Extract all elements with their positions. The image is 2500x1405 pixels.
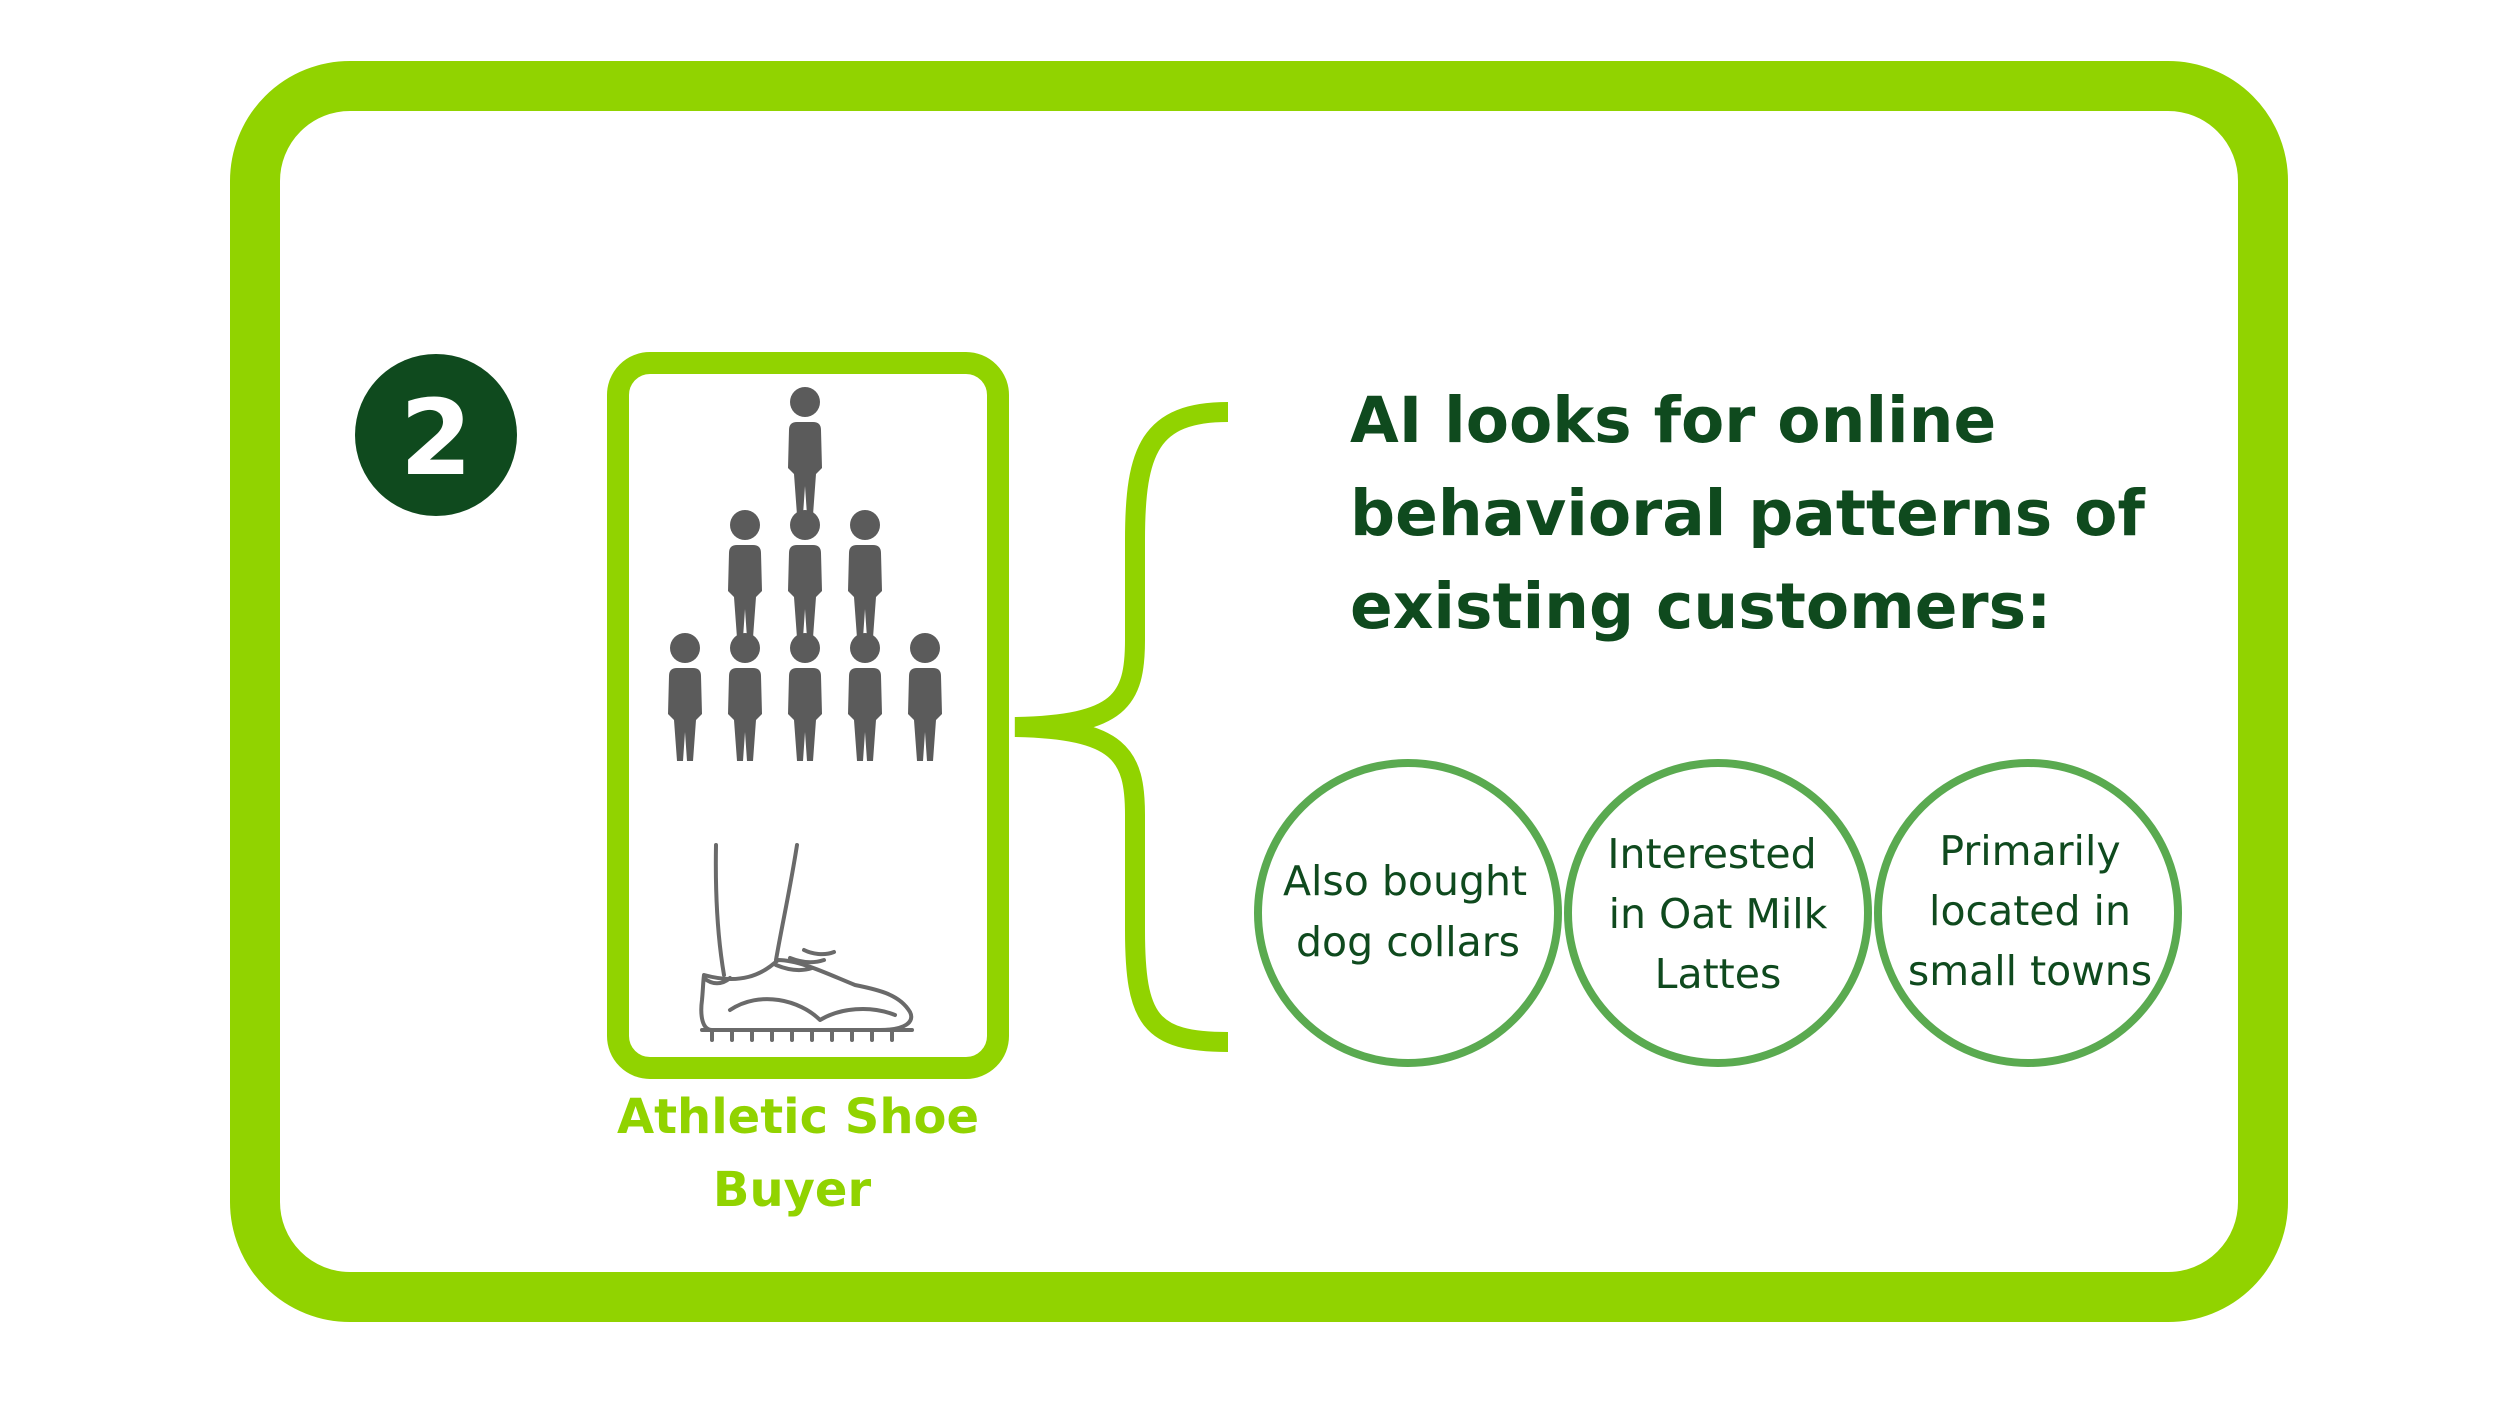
person-figure [668,633,702,761]
person-figure [728,633,762,761]
pattern-bubble-2-line-1: Interested [1607,830,1816,878]
person-figure [788,633,822,761]
shoe-cleats [710,1030,894,1042]
shoe-body [699,958,914,1032]
pattern-bubble-2-line-3: Lattes [1655,950,1782,998]
segment-caption-line-1: Athletic Shoe [617,1089,979,1145]
person-figure [848,633,882,761]
step-number: 2 [400,377,472,499]
pattern-bubble-3-circle [1874,759,2182,1067]
person-body [788,668,822,761]
segment-caption-line-2: Buyer [713,1162,872,1218]
leg-front-line [774,843,799,962]
leg-back-line [713,843,726,977]
person-head [790,387,820,417]
shoe-swoosh [728,997,897,1022]
pattern-bubble-2-circle [1564,759,1872,1067]
person-head [850,510,880,540]
pattern-bubble-2-line-2: in Oat Milk [1609,890,1828,938]
person-body [788,422,822,515]
shoe-laces [774,948,836,973]
heading-line-3: existing customers: [1350,570,2051,643]
segment-caption: Athletic Shoe Buyer [617,1089,979,1218]
person-head [850,633,880,663]
pattern-bubble-3-line-1: Primarily [1939,827,2120,875]
person-figure [908,633,942,761]
heading-line-1: AI looks for online [1350,384,1996,457]
pattern-bubble-3-line-2: located in [1929,887,2131,935]
curly-brace [1014,402,1229,1052]
person-head [730,510,760,540]
pattern-bubble-1-line-1: Also bought [1283,857,1527,905]
heading-line-2: behavioral patterns of [1350,477,2145,550]
person-figure [848,510,882,638]
person-head [910,633,940,663]
pattern-bubble-1-circle [1254,759,1562,1067]
pattern-bubble-1: Also bought dog collars [1254,759,1562,1067]
person-figure [788,510,822,638]
person-body [848,545,882,638]
person-body [908,668,942,761]
shoe-heel [702,976,732,986]
person-body [788,545,822,638]
heading: AI looks for online behavioral patterns … [1350,384,2145,643]
person-head [670,633,700,663]
pattern-bubble-2: Interested in Oat Milk Lattes [1564,759,1872,1067]
pattern-bubble-3-line-3: small towns [1908,947,2152,995]
person-body [668,668,702,761]
person-head [790,510,820,540]
outer-frame [230,61,2288,1322]
step-badge-circle [355,354,517,516]
person-body [728,668,762,761]
people-pyramid-icon [668,387,942,761]
person-body [728,545,762,638]
person-head [790,633,820,663]
person-figure [728,510,762,638]
person-head [730,633,760,663]
pattern-bubble-1-line-2: dog collars [1296,918,1520,966]
athletic-shoe-icon [699,843,914,1042]
pattern-bubble-3: Primarily located in small towns [1874,759,2182,1067]
person-figure [788,387,822,515]
step-badge: 2 [355,354,517,516]
person-body [848,668,882,761]
